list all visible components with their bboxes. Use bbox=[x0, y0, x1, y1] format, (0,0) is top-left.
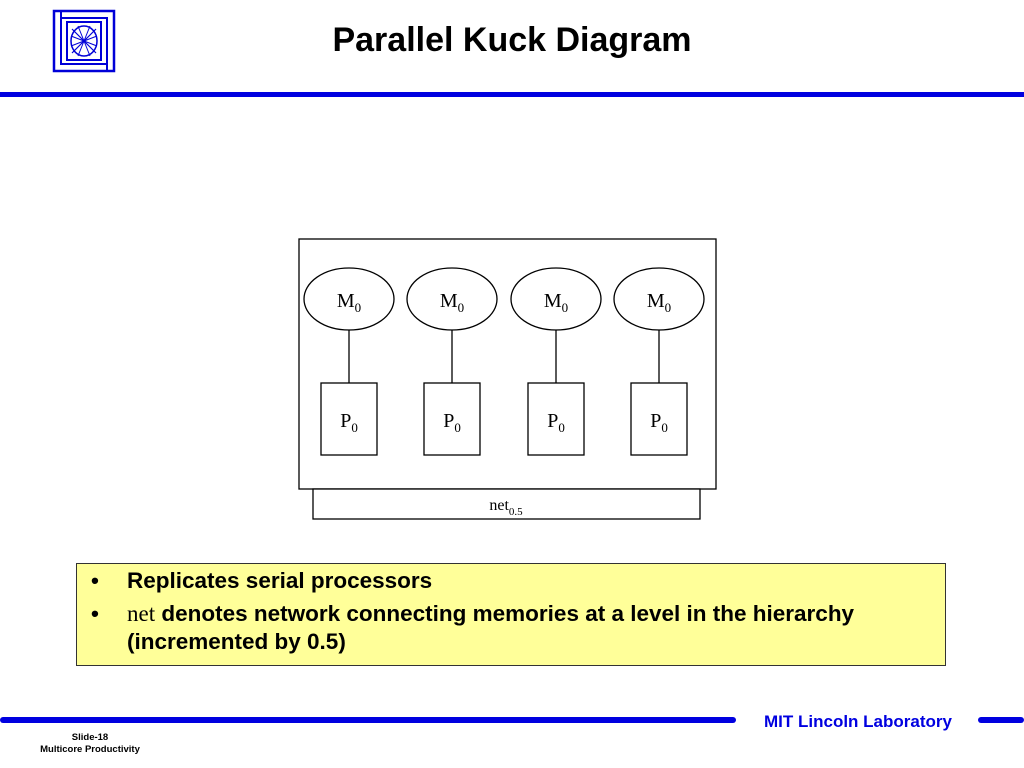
lincoln-lab-logo-icon bbox=[52, 9, 116, 73]
bullet-item: • net denotes network connecting memories… bbox=[91, 600, 931, 656]
footer-divider-left bbox=[0, 717, 736, 723]
processor-node bbox=[320, 382, 378, 456]
page-title: Parallel Kuck Diagram bbox=[332, 21, 692, 59]
bullet-dot-icon: • bbox=[91, 601, 99, 626]
slide-number: Slide-18 bbox=[71, 732, 109, 743]
memory-node bbox=[510, 267, 602, 331]
network-bar bbox=[312, 488, 701, 520]
bullet-text: denotes network connecting memories at a… bbox=[127, 601, 855, 654]
bullet-text: Replicates serial processors bbox=[127, 568, 433, 593]
processor-node bbox=[527, 382, 585, 456]
bullet-code-word: net bbox=[127, 601, 156, 626]
bullet-list: • Replicates serial processors • net denot… bbox=[91, 567, 931, 656]
lab-name: MIT Lincoln Laboratory bbox=[764, 712, 952, 731]
memory-label: M0 bbox=[337, 290, 361, 315]
bullet-item: • Replicates serial processors bbox=[91, 567, 931, 595]
memory-label: M0 bbox=[544, 290, 568, 315]
footer-divider-right bbox=[978, 717, 1024, 723]
slide-subtitle: Multicore Productivity bbox=[40, 744, 140, 755]
memory-label: M0 bbox=[647, 290, 671, 315]
processor-node bbox=[423, 382, 481, 456]
processor-label: P0 bbox=[340, 410, 358, 435]
bullet-box: • Replicates serial processors • net denot… bbox=[76, 563, 946, 666]
processor-label: P0 bbox=[443, 410, 461, 435]
memory-node bbox=[406, 267, 498, 331]
memory-label: M0 bbox=[440, 290, 464, 315]
processor-node bbox=[630, 382, 688, 456]
network-label: net0.5 bbox=[489, 497, 523, 518]
memory-node bbox=[303, 267, 395, 331]
processor-label: P0 bbox=[547, 410, 565, 435]
bullet-dot-icon: • bbox=[91, 568, 99, 593]
memory-node bbox=[613, 267, 705, 331]
processor-label: P0 bbox=[650, 410, 668, 435]
header-divider bbox=[0, 92, 1024, 97]
